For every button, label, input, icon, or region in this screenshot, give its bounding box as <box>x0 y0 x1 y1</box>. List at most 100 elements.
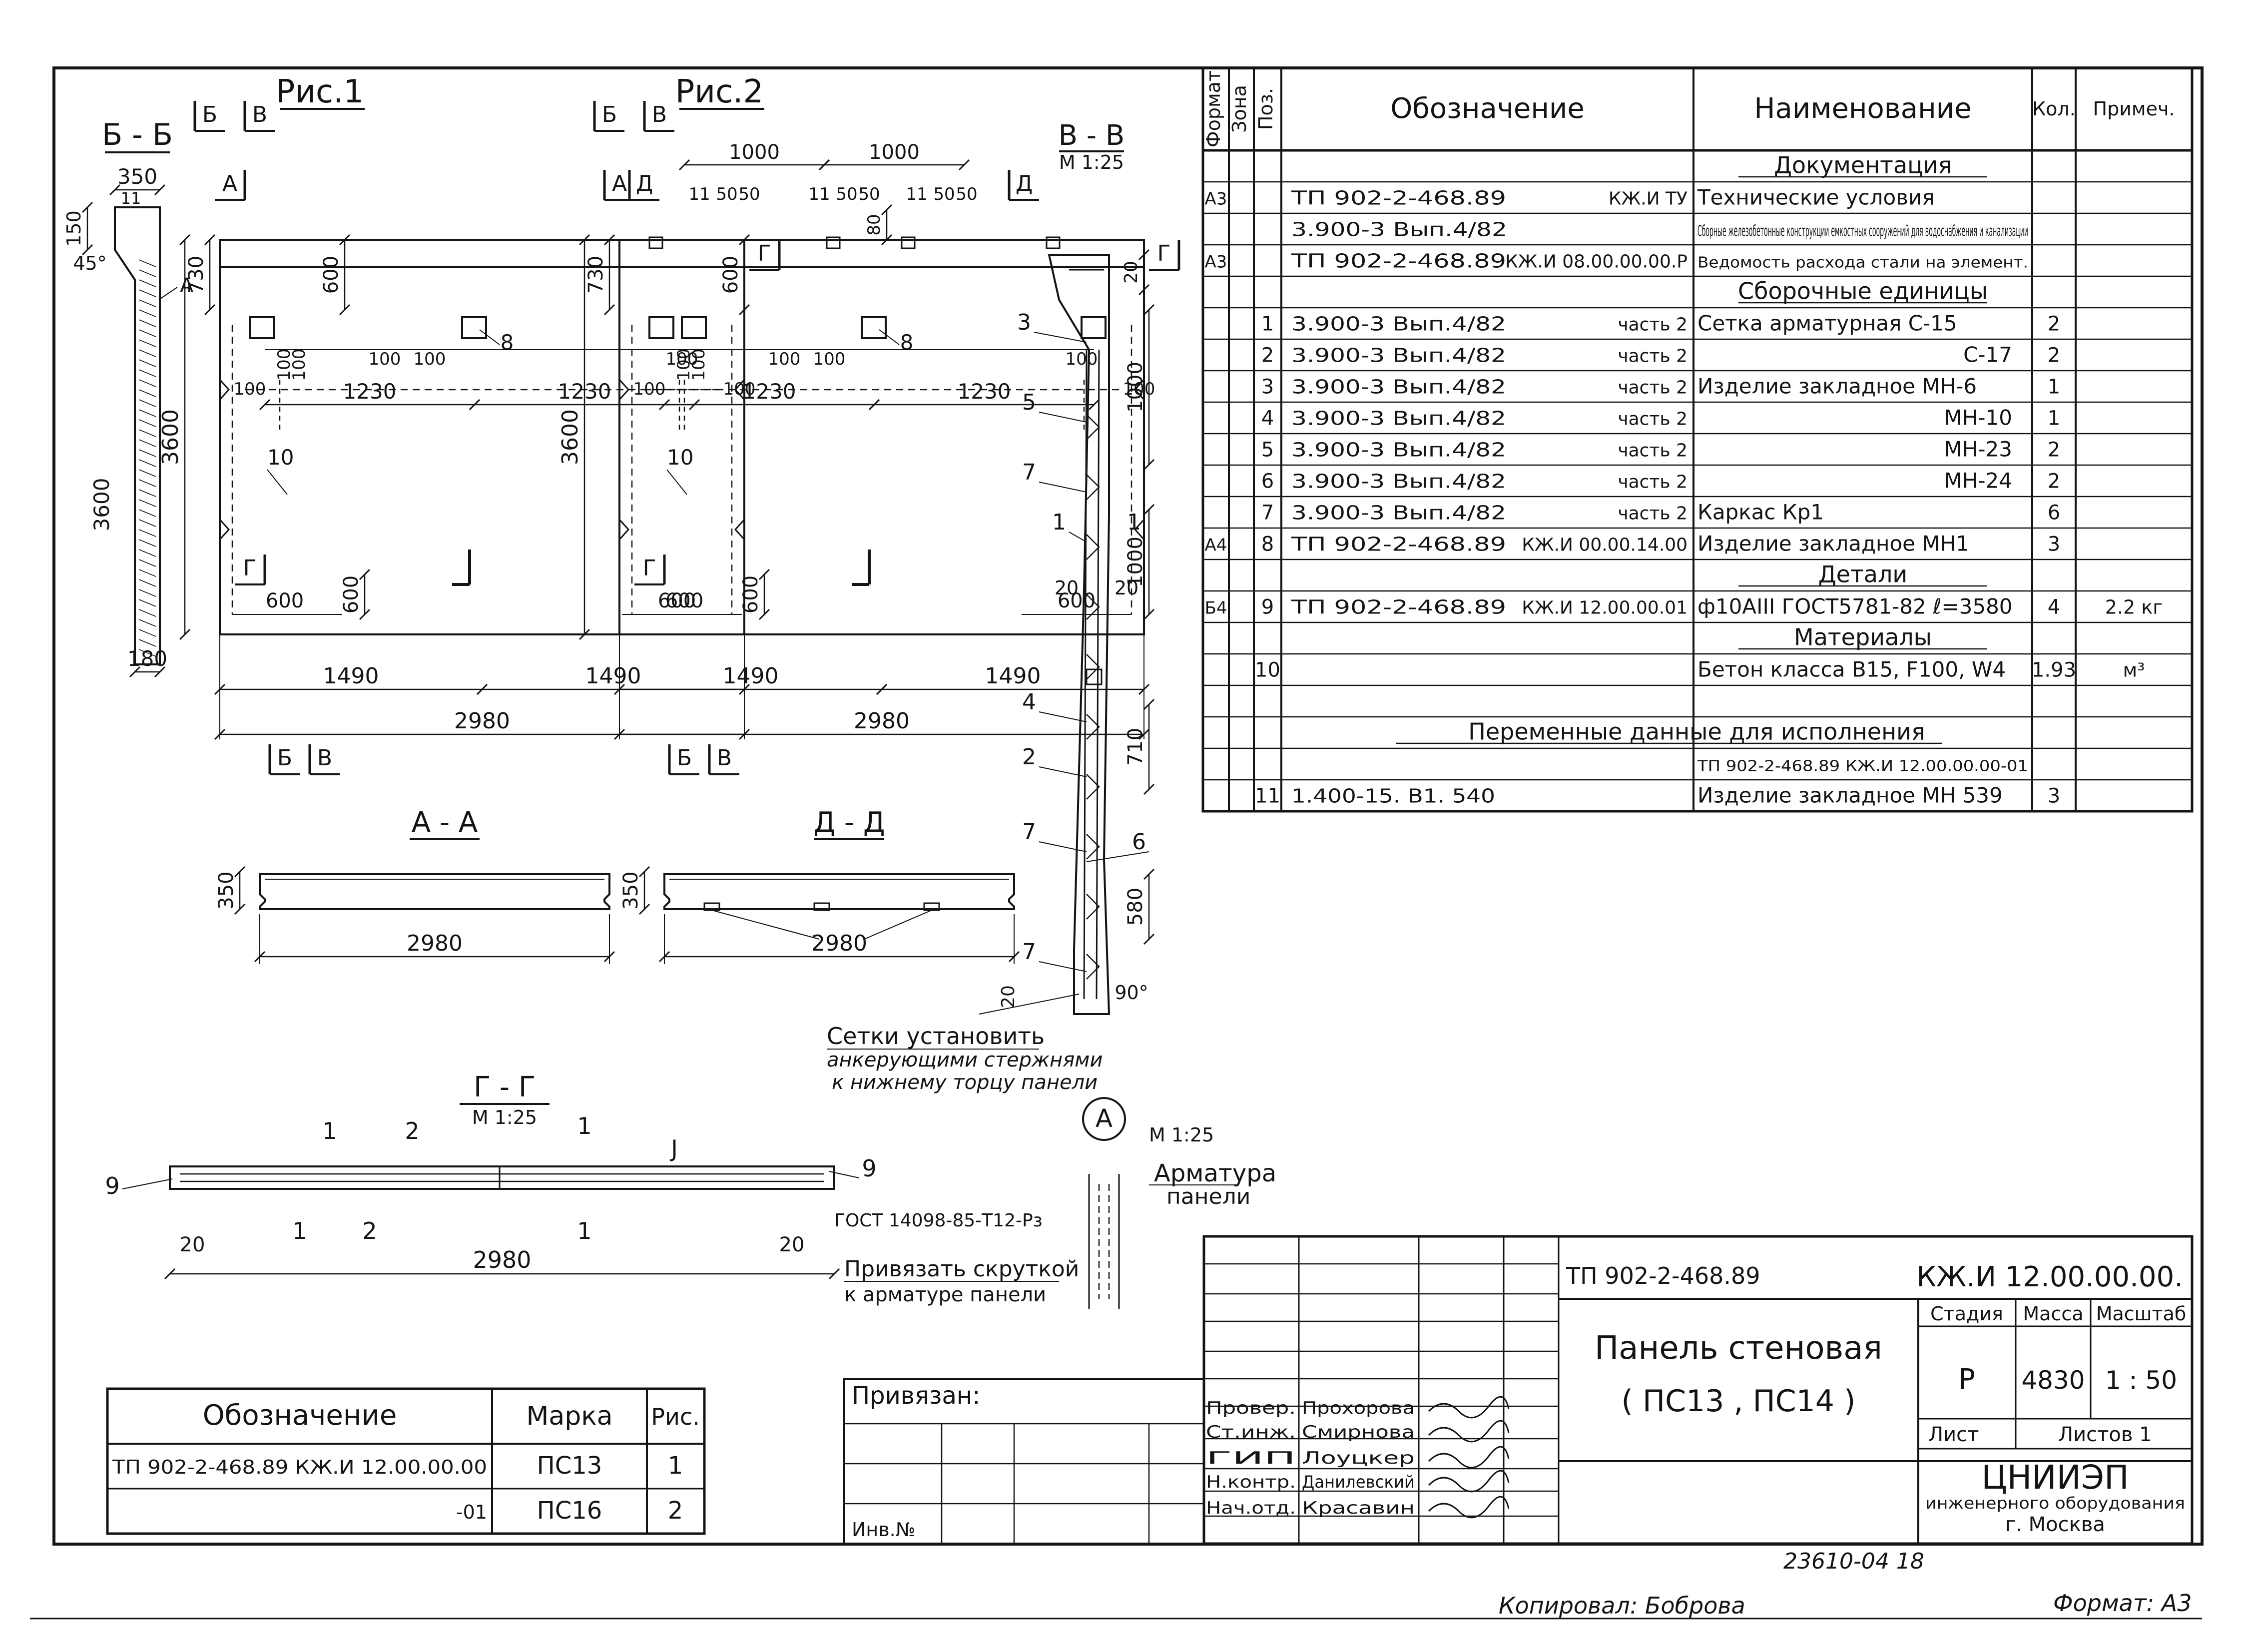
dimension-tick <box>204 304 216 316</box>
callout-circle <box>1082 1097 1126 1141</box>
cut-letter: Д <box>636 171 653 196</box>
position-label: 6 <box>1132 829 1146 855</box>
dimension-tick <box>613 728 625 740</box>
concrete-hatch <box>138 299 156 307</box>
dimension-text: 1230 <box>958 379 1011 404</box>
spec-header: Формат <box>1202 70 1224 147</box>
label: 50 <box>738 184 760 204</box>
section-title: Б - Б <box>102 117 173 152</box>
spec-section-heading: Материалы <box>1794 624 1932 651</box>
dimension-tick <box>1143 698 1155 710</box>
spec-name: Изделие закладное МН 539 <box>1697 783 2003 808</box>
dimension-tick <box>359 568 371 580</box>
dimension-tick <box>758 568 770 580</box>
signature <box>1428 1496 1510 1519</box>
dimension-tick <box>1138 284 1150 296</box>
cut-letter: Г <box>243 555 257 581</box>
label: 11 <box>906 184 927 204</box>
slab-outline <box>663 873 1015 910</box>
embedded-plate <box>1086 668 1103 685</box>
dimension-tick <box>469 399 481 411</box>
dimension-tick <box>603 951 615 963</box>
spec-designation: КЖ.И 12.00.00.01 <box>1522 598 1687 618</box>
dimension-text: 3600 <box>158 409 183 465</box>
embedded-plate-8 <box>1081 316 1107 339</box>
spec-pos: 3 <box>1261 376 1274 399</box>
spec-pos: 11 <box>1255 785 1280 808</box>
dimension-tick <box>81 201 93 213</box>
cut-letter: Д <box>1016 171 1033 196</box>
spec-qty: 6 <box>2048 502 2060 525</box>
spec-qty: 4 <box>2048 596 2060 619</box>
spec-designation: часть 2 <box>1618 378 1687 398</box>
concrete-hatch <box>138 389 156 397</box>
label: М 1:25 <box>1059 151 1124 173</box>
dimension-text: 1490 <box>985 663 1041 689</box>
panel-outline <box>618 267 1145 635</box>
spec-qty: 2 <box>2048 313 2060 336</box>
figure-title: Рис.2 <box>675 73 763 110</box>
stamp-stage: Р <box>1958 1363 1975 1396</box>
detail-text: Арматура <box>1154 1159 1276 1187</box>
spec-designation: 3.900-3 Вып.4/82 <box>1291 345 1506 367</box>
concrete-hatch <box>138 559 156 567</box>
label: 90° <box>1115 982 1148 1004</box>
leader <box>1039 841 1087 852</box>
spec-header: Поз. <box>1255 88 1277 130</box>
leader <box>267 469 288 495</box>
stamp-role: Нач.отд. <box>1206 1498 1296 1518</box>
bar <box>1083 349 1088 1000</box>
dimension-tick <box>876 683 888 695</box>
zigzag <box>1086 534 1100 560</box>
spec-designation: ТП 902-2-468.89 <box>1291 187 1506 209</box>
dimension-tick <box>179 628 191 640</box>
dimension-tick <box>603 234 615 246</box>
position-label: Ј <box>669 1135 678 1162</box>
concrete-hatch <box>138 639 156 647</box>
concrete-hatch <box>138 599 156 607</box>
position-label: 8 <box>501 330 514 355</box>
dimension-tick <box>658 399 670 411</box>
concrete-hatch <box>138 349 156 357</box>
dimension-text: 580 <box>1124 888 1147 926</box>
spec-designation: часть 2 <box>1618 346 1687 367</box>
cut-letter: Г <box>1157 241 1171 266</box>
dimension-tick <box>234 903 246 915</box>
dimension-tick <box>339 234 351 246</box>
spec-qty: 1 <box>2048 376 2060 399</box>
dimension-text: 1490 <box>585 663 641 689</box>
concrete-hatch <box>138 459 156 467</box>
spec-designation: 3.900-3 Вып.4/82 <box>1291 219 1507 241</box>
spec-section-heading: Переменные данные для исполнения <box>1468 718 1925 745</box>
spec-format: А3 <box>1205 189 1227 209</box>
label: 100 <box>689 349 709 381</box>
callout-label: А <box>180 274 194 297</box>
dimension-tick <box>1138 728 1150 740</box>
embedded-plate-11 <box>826 236 841 249</box>
dimension-text: 150 <box>63 210 85 247</box>
embedded-plate-8 <box>681 316 707 339</box>
stamp-role: Провер. <box>1206 1398 1296 1418</box>
concrete-hatch <box>138 569 156 577</box>
embedded-plate-8 <box>861 316 887 339</box>
dimension-tick <box>578 234 590 246</box>
dimension-text: 1000 <box>869 141 920 164</box>
position-label: 1 <box>1127 510 1141 535</box>
label: 600 <box>1058 589 1096 612</box>
stamp-name: Данилевский <box>1302 1472 1415 1492</box>
spec-section-heading: Документация <box>1774 152 1952 179</box>
label: 100 <box>274 349 294 381</box>
leader <box>879 329 900 345</box>
spec-name: МН-24 <box>1944 469 2012 493</box>
dimension-tick <box>1143 504 1155 516</box>
leader <box>711 910 820 940</box>
dimension-tick <box>1138 683 1150 695</box>
concrete-hatch <box>138 289 156 297</box>
dimension-tick <box>109 184 121 196</box>
signature <box>1428 1470 1510 1493</box>
